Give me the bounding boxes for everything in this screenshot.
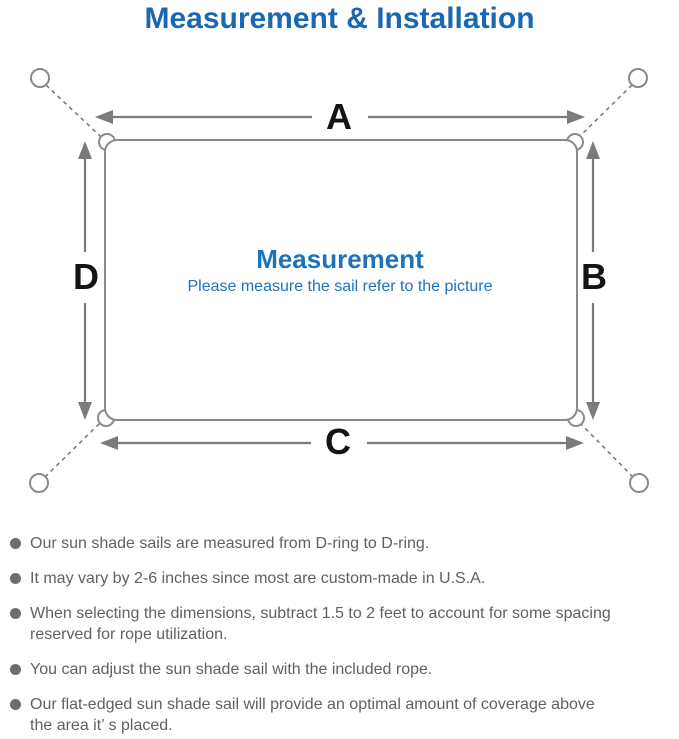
dimension-label-d: D (73, 256, 99, 297)
note-line: the area it’ s placed. (30, 717, 173, 734)
note-line: reserved for rope utilization. (30, 626, 228, 643)
sail-outline (104, 139, 578, 421)
anchor-ring-top-left-icon (30, 68, 50, 88)
arrowhead-down-icon (586, 402, 600, 420)
arrowhead-up-icon (78, 141, 92, 159)
anchor-rings (29, 68, 649, 493)
note-text: Our flat-edged sun shade sail will provi… (30, 694, 595, 736)
list-item: You can adjust the sun shade sail with t… (10, 659, 672, 680)
arrowhead-right-icon (567, 110, 585, 124)
list-item: It may vary by 2-6 inches since most are… (10, 568, 672, 589)
bullet-dot-icon (10, 699, 21, 710)
arrowhead-left-icon (95, 110, 113, 124)
dimension-line-a (95, 110, 585, 124)
list-item: When selecting the dimensions, subtract … (10, 603, 672, 645)
diagram-heading: Measurement (256, 244, 424, 274)
note-text: You can adjust the sun shade sail with t… (30, 659, 432, 680)
rope-bottom-right (579, 422, 634, 478)
arrowhead-up-icon (586, 141, 600, 159)
rope-lines (44, 84, 634, 478)
dimension-label-a: A (326, 96, 352, 137)
bullet-dot-icon (10, 538, 21, 549)
arrowhead-right-icon (566, 436, 584, 450)
dimension-line-d (78, 141, 92, 420)
anchor-ring-bottom-right-icon (629, 473, 649, 493)
notes-list: Our sun shade sails are measured from D-… (10, 533, 672, 736)
list-item: Our sun shade sails are measured from D-… (10, 533, 672, 554)
dimension-line-b (586, 141, 600, 420)
dimension-line-c (100, 436, 584, 450)
bullet-dot-icon (10, 664, 21, 675)
arrowhead-down-icon (78, 402, 92, 420)
list-item: Our flat-edged sun shade sail will provi… (10, 694, 672, 736)
note-line: It may vary by 2-6 inches since most are… (30, 570, 486, 587)
note-line: Our sun shade sails are measured from D-… (30, 535, 430, 552)
note-text: When selecting the dimensions, subtract … (30, 603, 611, 645)
bullet-dot-icon (10, 573, 21, 584)
note-line: You can adjust the sun shade sail with t… (30, 661, 433, 678)
note-line: When selecting the dimensions, subtract … (30, 605, 611, 622)
note-line: Our flat-edged sun shade sail will provi… (30, 696, 595, 713)
anchor-ring-top-right-icon (628, 68, 648, 88)
arrowhead-left-icon (100, 436, 118, 450)
dimension-label-c: C (325, 421, 351, 462)
anchor-ring-bottom-left-icon (29, 473, 49, 493)
dimension-label-b: B (581, 256, 607, 297)
rope-top-left (45, 84, 102, 138)
note-text: Our sun shade sails are measured from D-… (30, 533, 429, 554)
rope-bottom-left (44, 422, 101, 478)
rope-top-right (578, 84, 633, 138)
page-title: Measurement & Installation (144, 2, 535, 35)
note-text: It may vary by 2-6 inches since most are… (30, 568, 485, 589)
bullet-dot-icon (10, 608, 21, 619)
diagram-subheading: Please measure the sail refer to the pic… (187, 278, 493, 295)
